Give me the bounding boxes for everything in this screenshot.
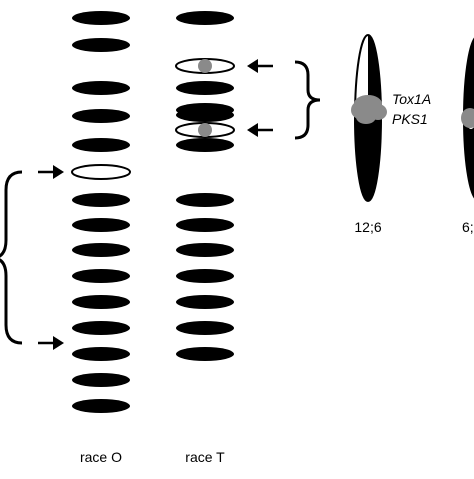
gene-label-pks1: PKS1 [392, 111, 428, 127]
race-t-label: race T [185, 449, 225, 465]
race-o-column [71, 11, 131, 413]
chromosome-band [72, 218, 130, 232]
chromosome-band [72, 81, 130, 95]
curly-brace-icon [0, 170, 23, 345]
chromosome-band [72, 193, 130, 207]
arrow-icon [38, 336, 64, 350]
arrow-icon [38, 165, 64, 179]
gene-blob [461, 108, 474, 128]
chromosome-band [176, 81, 234, 95]
chromosome-band [176, 321, 234, 335]
chromosome-band [72, 243, 130, 257]
gene-blob [356, 110, 376, 124]
chromosome-band [72, 347, 130, 361]
chromosome-band [72, 295, 130, 309]
chromosome-band [176, 243, 234, 257]
arrow-icon [247, 123, 273, 137]
chromosome-band [176, 193, 234, 207]
chromosome-label-2: 6; [462, 219, 474, 235]
chromosome-band [72, 373, 130, 387]
chromosome-band [176, 218, 234, 232]
gene-blob [198, 123, 212, 137]
chromosome-right-1 [351, 34, 387, 202]
chromosome-band [176, 347, 234, 361]
chromosome-band [72, 38, 130, 52]
chromosome-band [72, 321, 130, 335]
chromosome-band [72, 399, 130, 413]
chromosome-right-2 [461, 37, 474, 199]
chromosome-label-1: 12;6 [354, 219, 381, 235]
chromosome-band [176, 138, 234, 152]
chromosome-band [176, 269, 234, 283]
curly-brace-icon [294, 60, 321, 140]
chromosome-band [72, 11, 130, 25]
chromosome-band [72, 138, 130, 152]
chromosome-band [176, 108, 234, 122]
chromosome-band [176, 11, 234, 25]
arrow-icon [247, 59, 273, 73]
gene-label-tox1a: Tox1A [392, 91, 431, 107]
gene-blob [198, 59, 212, 73]
chromosome-band [72, 269, 130, 283]
race-o-label: race O [80, 449, 122, 465]
open-band [71, 164, 131, 180]
chromosome-band [176, 295, 234, 309]
chromosome-band [72, 109, 130, 123]
